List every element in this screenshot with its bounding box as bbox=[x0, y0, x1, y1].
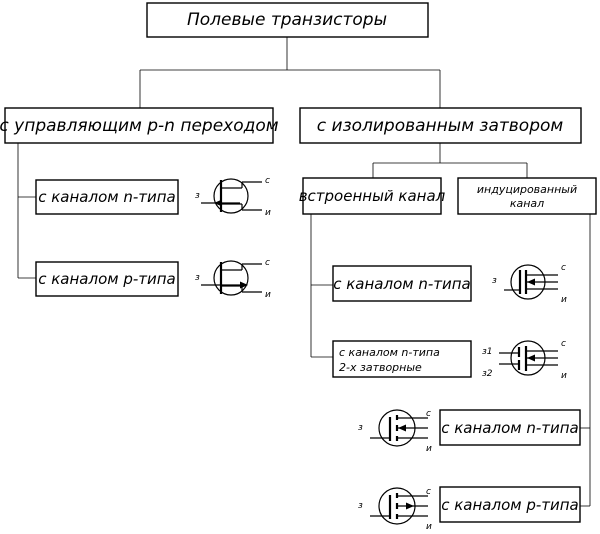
root-node: Полевые транзисторы bbox=[146, 2, 429, 38]
source-pin-label: и bbox=[265, 208, 271, 218]
drain-pin-label: с bbox=[561, 339, 566, 349]
induced-channel-node: индуцированный канал bbox=[457, 177, 597, 215]
induced-n-channel-node: с каналом n-типа bbox=[439, 409, 581, 446]
drain-pin-label: с bbox=[265, 258, 270, 268]
source-pin-label: и bbox=[426, 444, 432, 454]
mosfet-induced-n-symbol: з с и bbox=[358, 409, 432, 454]
source-pin-label: и bbox=[426, 522, 432, 532]
junction-n-channel-node: с каналом n-типа bbox=[35, 179, 179, 215]
drain-pin-label: с bbox=[426, 409, 431, 419]
gate2-pin-label: з2 bbox=[482, 369, 493, 379]
gate-pin-label: з bbox=[195, 273, 200, 283]
jfet-n-channel-symbol: з с и bbox=[195, 176, 271, 218]
builtin-n-channel-node: с каналом n-типа bbox=[332, 265, 472, 302]
source-pin-label: и bbox=[265, 290, 271, 300]
gate1-pin-label: з1 bbox=[482, 347, 493, 357]
mosfet-dual-gate-symbol: з1 з2 с и bbox=[482, 339, 567, 381]
builtin-channel-label: встроенный канал bbox=[299, 187, 446, 205]
induced-n-channel-label: с каналом n-типа bbox=[441, 419, 579, 437]
junction-n-channel-label: с каналом n-типа bbox=[38, 188, 176, 206]
builtin-channel-node: встроенный канал bbox=[299, 177, 446, 215]
source-pin-label: и bbox=[561, 371, 567, 381]
gate-pin-label: з bbox=[492, 276, 497, 286]
jfet-p-channel-symbol: з с и bbox=[195, 258, 271, 300]
connector-lines bbox=[17, 37, 591, 507]
drain-pin-label: с bbox=[426, 487, 431, 497]
junction-p-channel-node: с каналом p-типа bbox=[35, 261, 179, 297]
mosfet-builtin-n-symbol: з с и bbox=[492, 263, 567, 305]
drain-pin-label: с bbox=[561, 263, 566, 273]
builtin-dual-gate-label-line1: с каналом n-типа bbox=[339, 346, 440, 359]
gate-pin-label: з bbox=[358, 423, 363, 433]
induced-p-channel-node: с каналом p-типа bbox=[439, 486, 581, 523]
gate-pin-label: з bbox=[358, 501, 363, 511]
induced-channel-label-line2: канал bbox=[510, 197, 544, 210]
junction-fet-label: с управляющим p-n переходом bbox=[0, 116, 279, 136]
junction-fet-node: с управляющим p-n переходом bbox=[0, 107, 279, 144]
induced-channel-label-line1: индуцированный bbox=[477, 183, 577, 196]
root-label: Полевые транзисторы bbox=[187, 10, 387, 30]
source-pin-label: и bbox=[561, 295, 567, 305]
builtin-dual-gate-label-line2: 2-х затворные bbox=[339, 361, 422, 374]
junction-p-channel-label: с каналом p-типа bbox=[38, 270, 176, 288]
builtin-dual-gate-node: с каналом n-типа 2-х затворные bbox=[332, 340, 472, 378]
insulated-gate-label: с изолированным затвором bbox=[317, 116, 564, 136]
gate-pin-label: з bbox=[195, 191, 200, 201]
mosfet-induced-p-symbol: з с и bbox=[358, 487, 432, 532]
insulated-gate-node: с изолированным затвором bbox=[299, 107, 582, 144]
builtin-n-channel-label: с каналом n-типа bbox=[333, 275, 471, 293]
drain-pin-label: с bbox=[265, 176, 270, 186]
induced-p-channel-label: с каналом p-типа bbox=[441, 496, 579, 514]
